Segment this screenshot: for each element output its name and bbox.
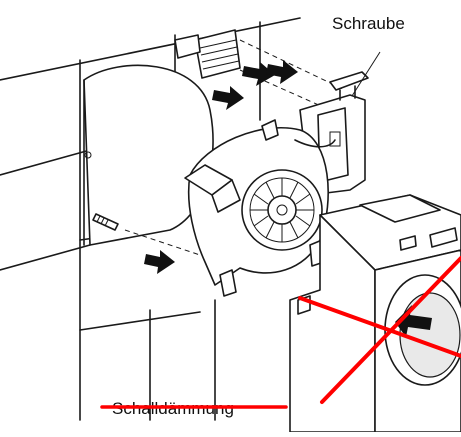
arrow-icon <box>212 86 244 110</box>
screw-label: Schraube <box>332 14 405 33</box>
loose-screw <box>92 213 119 231</box>
direction-arrows <box>144 60 432 337</box>
cross-out-icon <box>298 256 461 404</box>
arrow-icon <box>266 60 298 84</box>
arrow-icon <box>144 250 175 274</box>
blower-fan <box>184 119 336 297</box>
screw-leader-line <box>351 51 381 97</box>
wall-opening <box>83 64 214 246</box>
connector-plug <box>174 29 241 79</box>
arrow-icon <box>395 305 432 337</box>
arrow-icon <box>242 62 275 86</box>
